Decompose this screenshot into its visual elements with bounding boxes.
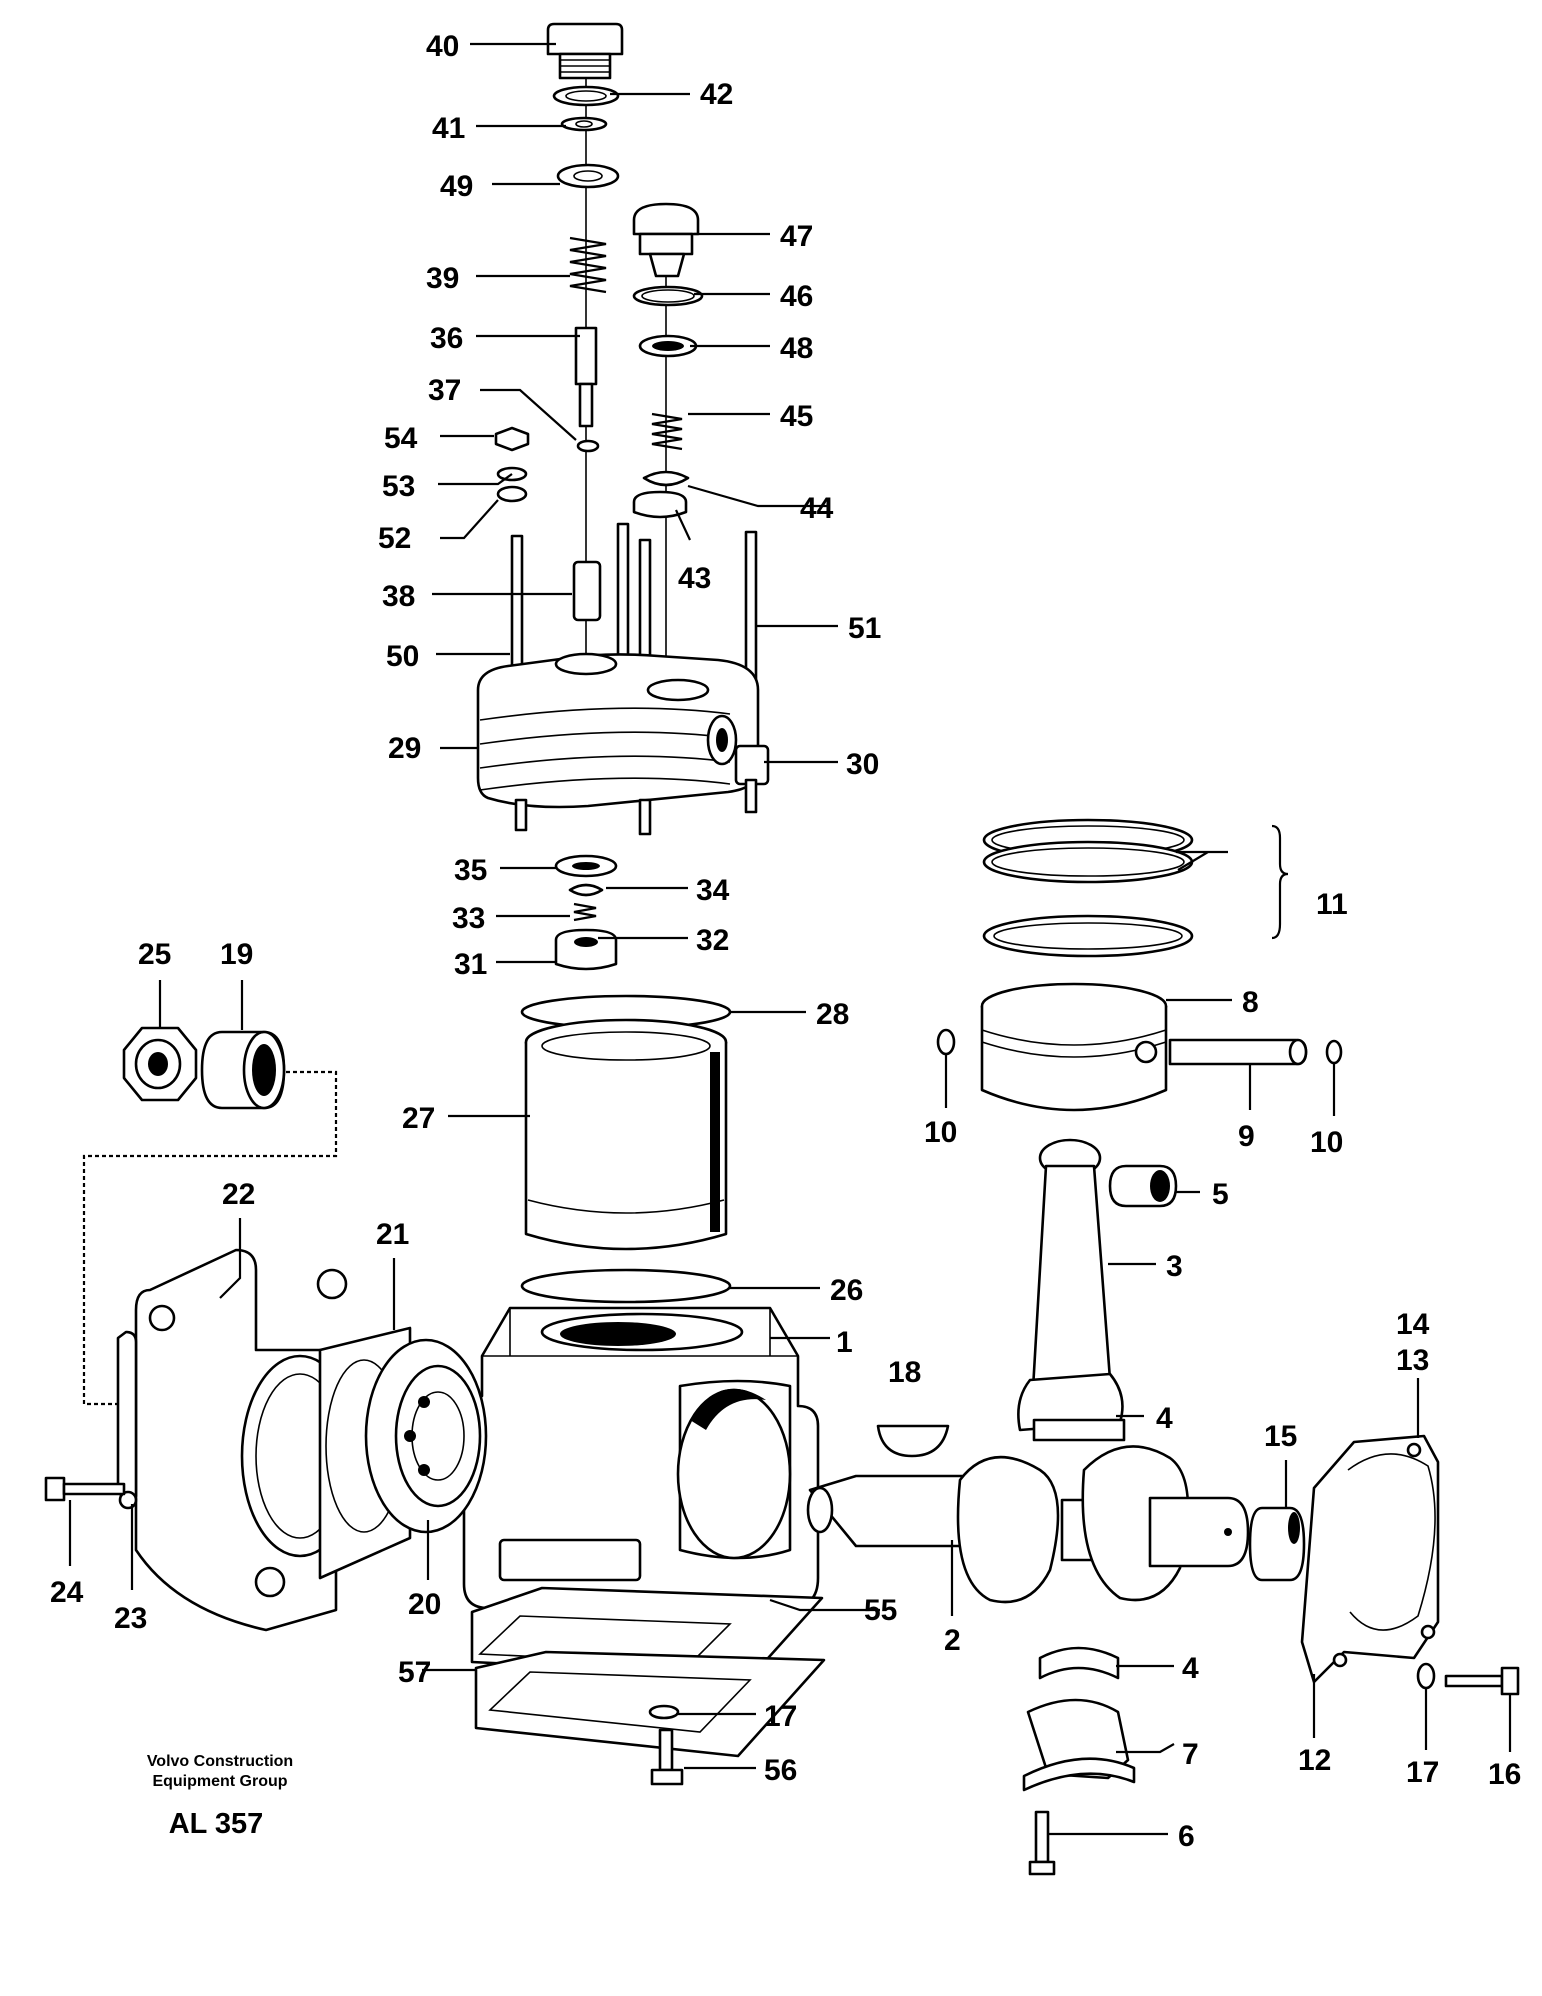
relief-valve-stack [546,22,624,660]
callout-32: 32 [696,924,729,957]
callout-23: 23 [114,1602,147,1635]
callout-27: 27 [402,1102,435,1135]
callout-10: 10 [924,1116,957,1149]
nut-and-washers [494,426,530,503]
callout-46: 46 [780,280,813,313]
callout-49: 49 [440,170,473,203]
callout-28: 28 [816,998,849,1031]
callout-41: 41 [432,112,465,145]
callout-31: 31 [454,948,487,981]
callout-4: 4 [1156,1402,1173,1435]
callout-6: 6 [1178,1820,1195,1853]
credit-line-1: Volvo Construction [146,1753,294,1770]
callout-16: 16 [1488,1758,1521,1791]
publisher-credit: Volvo Construction Equipment Group [110,1752,330,1792]
credit-line-2: Equipment Group [152,1773,288,1790]
callout-13: 13 [1396,1344,1429,1377]
document-id: AL 357 [168,1808,264,1840]
callout-5: 5 [1212,1178,1229,1211]
callout-54: 54 [384,422,418,455]
callout-25: 25 [138,938,171,971]
callout-2: 2 [944,1624,961,1657]
callout-18: 18 [888,1356,921,1389]
callout-39: 39 [426,262,459,295]
right-assemblies [806,818,1520,1876]
callout-9: 9 [1238,1120,1255,1153]
callout-10b: 10 [1310,1126,1343,1159]
callout-44: 44 [800,492,834,525]
callout-3: 3 [1166,1250,1183,1283]
callout-53: 53 [382,470,415,503]
callout-42: 42 [700,78,733,111]
cylinder-head [476,522,770,836]
callout-47: 47 [780,220,813,253]
crankcase [462,1306,826,1786]
callout-35: 35 [454,854,487,887]
callout-24: 24 [50,1576,84,1609]
left-assemblies [44,1026,488,1632]
inlet-valve-parts [554,854,618,971]
callout-57: 57 [398,1656,431,1689]
callout-4b: 4 [1182,1652,1199,1685]
leader-lines [68,42,1512,1836]
callout-52: 52 [378,522,411,555]
callout-11: 11 [1316,888,1348,921]
callout-19: 19 [220,938,253,971]
callout-48: 48 [780,332,813,365]
callout-38: 38 [382,580,415,613]
callout-37: 37 [428,374,461,407]
callout-55: 55 [864,1594,897,1627]
callout-50: 50 [386,640,419,673]
cylinder-liner [520,994,732,1304]
callout-29: 29 [388,732,421,765]
callout-36: 36 [430,322,463,355]
callout-33: 33 [452,902,485,935]
callout-21: 21 [376,1218,409,1251]
callout-14: 14 [1396,1308,1430,1341]
callout-43: 43 [678,562,711,595]
callout-26: 26 [830,1274,863,1307]
callout-17b: 17 [1406,1756,1439,1789]
callout-56: 56 [764,1754,797,1787]
callout-20: 20 [408,1588,441,1621]
callout-1: 1 [836,1326,853,1359]
callout-17: 17 [764,1700,797,1733]
callout-12: 12 [1298,1744,1331,1777]
callout-labels: 40 42 41 49 47 39 46 36 48 37 45 54 53 4… [50,30,1521,1853]
callout-45: 45 [780,400,813,433]
callout-7: 7 [1182,1738,1199,1771]
callout-40: 40 [426,30,459,63]
callout-30: 30 [846,748,879,781]
callout-51: 51 [848,612,881,645]
callout-34: 34 [696,874,730,907]
callout-22: 22 [222,1178,255,1211]
delivery-valve-stack [632,202,704,700]
callout-15: 15 [1264,1420,1297,1453]
callout-8: 8 [1242,986,1259,1019]
